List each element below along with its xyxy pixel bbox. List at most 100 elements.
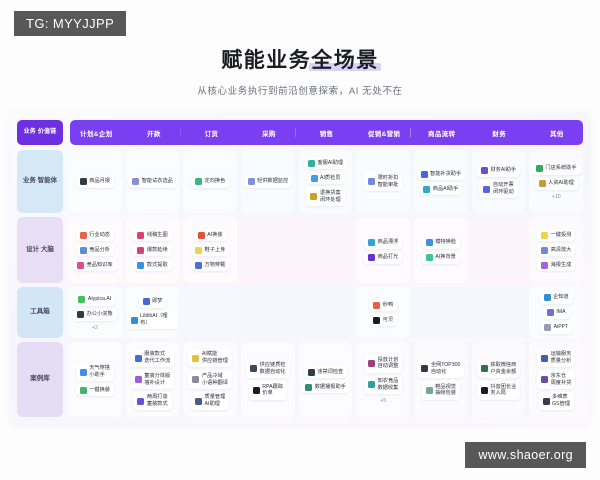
capability-chip[interactable]: AiPPT — [540, 321, 573, 334]
capability-chip[interactable]: 限时折扣 智能审批 — [364, 172, 403, 191]
capability-chip[interactable]: 高清放大 — [537, 244, 576, 256]
cell-r2-c9: 一键投测高清放大海报生成 — [529, 217, 584, 283]
cell-r4-c4: 供应链质检 数据自动化 RPA跟踪 价单 — [241, 342, 295, 417]
more-count-label[interactable]: +5 — [380, 398, 387, 404]
capability-chip[interactable]: 人资AI助理 — [534, 177, 578, 190]
capability-chip[interactable]: 智能试衣选品 — [128, 175, 177, 188]
value-chain-stage-9[interactable]: 其他 — [530, 120, 584, 145]
capability-chip[interactable]: 海报生成 — [537, 259, 576, 271]
chip-app-icon — [192, 376, 200, 383]
capability-chip[interactable]: 数据播报助手 — [301, 381, 350, 393]
capability-chip[interactable]: 多维表 GS管理 — [538, 391, 574, 411]
capability-chip[interactable]: AI赋能 供应链管理 — [188, 348, 232, 368]
capability-chip[interactable]: 鞋子上身 — [191, 244, 230, 256]
capability-chip[interactable]: 竞品分析 — [75, 244, 114, 256]
chip-app-icon — [307, 159, 315, 167]
chip-app-icon — [130, 316, 138, 324]
chip-app-icon — [310, 174, 318, 182]
capability-chip[interactable]: 鞋品视觉 抽帧包装 — [421, 381, 460, 400]
value-chain-stage-2[interactable]: 开款 — [127, 120, 181, 145]
cell-r3-c8 — [472, 287, 526, 338]
capability-chip[interactable]: 全网TOP300 自动化 — [417, 359, 465, 378]
more-count-label[interactable]: +2 — [91, 324, 98, 331]
capability-chip[interactable]: 财务AI助手 — [476, 164, 521, 177]
capability-chip[interactable]: 退换货案 闭环处理 — [306, 187, 345, 206]
capability-chip[interactable]: 轻供数据监控 — [243, 175, 293, 188]
capability-chip[interactable]: 办公小浣熊 — [73, 308, 117, 321]
capability-chip[interactable]: 获取微信商 户资金余额 — [476, 359, 521, 378]
capability-chip[interactable]: 客服AI助理 — [303, 157, 348, 170]
capability-chip[interactable]: AI换背景 — [421, 251, 460, 264]
chip-app-icon — [252, 386, 260, 394]
capability-chip[interactable]: 线稿生图 — [133, 229, 172, 241]
capability-chip[interactable]: 行业动态 — [75, 229, 114, 241]
capability-chip[interactable]: 模特换脸 — [421, 236, 460, 249]
chip-app-icon — [368, 239, 376, 246]
capability-chip[interactable]: 天气穿搭 小助手 — [75, 362, 114, 382]
chip-label: 行业动态 — [89, 231, 110, 238]
capability-chip[interactable]: 京东仓 周度补货 — [537, 370, 576, 389]
capability-chip[interactable]: AI质检员 — [306, 172, 345, 185]
capability-chip[interactable]: AI换装 — [193, 229, 227, 241]
stage-label: 其他 — [549, 130, 564, 138]
value-chain-stage-4[interactable]: 采购 — [242, 120, 296, 145]
chip-app-icon — [134, 354, 142, 362]
chip-app-icon — [195, 261, 203, 269]
chip-label: 产品冷域 小语种翻译 — [201, 372, 228, 386]
capability-chip[interactable]: 商品AI助手 — [419, 183, 463, 195]
cell-r1-c8: 财务AI助手自动开票 闭环驱动 — [471, 150, 526, 213]
capability-chip[interactable]: 商品打光 — [364, 251, 403, 264]
page-header: 赋能业务全场景 从核心业务执行到前沿创意探索，AI 无处不在 — [0, 44, 600, 97]
capability-chip[interactable]: 万物穿戴 — [191, 259, 230, 271]
capability-chip[interactable]: 款式提取 — [133, 259, 172, 271]
chip-app-icon — [425, 386, 433, 394]
value-chain-stage-6[interactable]: 促销&营销 — [357, 120, 411, 145]
stage-label: 订货 — [204, 130, 219, 138]
capability-chip[interactable]: 智能补货助手 — [416, 168, 466, 180]
capability-chip[interactable]: 服装款式 迭代工作流 — [130, 348, 175, 368]
capability-chip[interactable]: RPA跟踪 价单 — [248, 381, 287, 400]
capability-chip[interactable]: 定向换色 — [191, 175, 230, 188]
capability-chip[interactable]: LiblibAI（哩布） — [126, 310, 179, 330]
capability-chip[interactable]: 投放计划 自动调整 — [364, 354, 403, 373]
capability-chip[interactable]: 违禁词检查 — [303, 366, 348, 378]
more-count-label[interactable]: +10 — [551, 193, 561, 200]
capability-chip[interactable]: 两周打造 童装款式 — [133, 391, 172, 411]
capability-chip[interactable]: IMA — [542, 306, 570, 319]
capability-chip[interactable]: 商品月报 — [75, 175, 114, 188]
capability-chip[interactable]: 供应链质检 数据自动化 — [246, 359, 290, 378]
capability-chip[interactable]: 企知道 — [539, 291, 573, 304]
capability-chip[interactable]: Atypica.AI — [74, 293, 116, 306]
capability-chip[interactable]: 竞品知识库 — [73, 259, 117, 271]
value-chain-stage-7[interactable]: 商品流转 — [415, 120, 468, 145]
capability-chip[interactable]: 爆款延续 — [133, 244, 172, 256]
capability-chip[interactable]: 质量管理 AI助理 — [191, 391, 230, 411]
capability-chip[interactable]: 抖音团长业 务入局 — [476, 381, 521, 400]
chip-label: 万物穿戴 — [204, 261, 226, 268]
cell-r3-c1: Atypica.AI 办公小浣熊 +2 — [68, 287, 122, 338]
capability-chip[interactable]: 一键换装 — [75, 384, 114, 397]
cell-r1-c2: 智能试衣选品 — [125, 150, 180, 213]
capability-chip[interactable]: 即梦 — [138, 295, 167, 308]
capability-chip[interactable]: 知衣竞品 数据收集 — [364, 375, 403, 394]
capability-chip[interactable]: 商品漂浮 — [364, 236, 403, 249]
capability-chip[interactable]: 自动开票 闭环驱动 — [479, 179, 518, 199]
capability-chip[interactable]: 秒鸭 — [369, 299, 398, 311]
stage-label: 开款 — [147, 130, 161, 138]
value-chain-stage-5[interactable]: 销售 — [300, 120, 353, 145]
capability-chip[interactable]: 门店系统助手 — [531, 162, 581, 175]
capability-chip[interactable]: 运输服务 质量分析 — [537, 348, 576, 368]
capability-chip[interactable]: 童装分体版 墙补设计 — [130, 370, 175, 389]
chip-label: LiblibAI（哩布） — [140, 313, 168, 326]
value-chain-stage-1[interactable]: 计划&企划 — [70, 120, 123, 145]
chip-app-icon — [134, 376, 142, 383]
watermark-top-left: TG: MYYJJPP — [14, 11, 127, 36]
capability-chip[interactable]: 可灵 — [369, 314, 398, 326]
cell-r4-c7: 全网TOP300 自动化鞋品视觉 抽帧包装 — [414, 342, 468, 417]
capability-chip[interactable]: 产品冷域 小语种翻译 — [188, 370, 232, 389]
capability-chip[interactable]: 一键投测 — [537, 229, 576, 241]
value-chain-stage-8[interactable]: 财务 — [472, 120, 526, 145]
value-chain-stage-3[interactable]: 订货 — [185, 120, 238, 145]
chip-app-icon — [250, 365, 258, 373]
